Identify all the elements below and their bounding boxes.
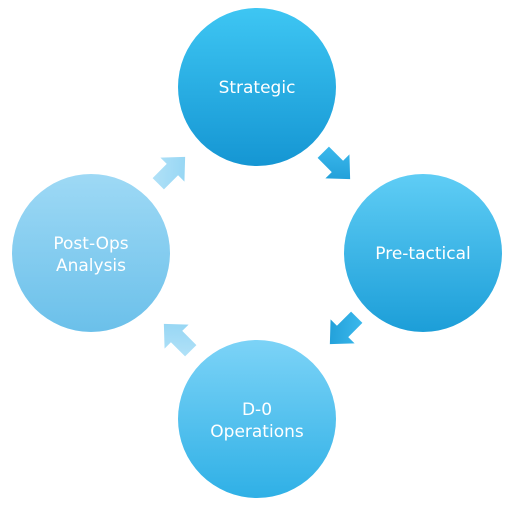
node-d0-operations-label-line2: Operations [210,422,304,442]
node-pre-tactical-label: Pre-tactical [375,244,470,264]
node-strategic-label: Strategic [219,78,296,98]
node-d0-operations-label-line1: D-0 [242,400,272,420]
arrow-strategic-to-pretactical [317,146,351,180]
arrow-d0-to-postops [163,323,197,357]
node-post-ops-analysis-label-line1: Post-Ops [53,234,128,254]
arrow-postops-to-strategic [152,156,186,190]
node-post-ops-analysis-label-line2: Analysis [56,256,126,276]
node-pre-tactical: Pre-tactical [344,174,502,332]
arrow-pretactical-to-d0 [329,311,363,345]
node-strategic: Strategic [178,8,336,166]
node-post-ops-analysis: Post-Ops Analysis [12,174,170,332]
node-d0-operations: D-0 Operations [178,340,336,498]
